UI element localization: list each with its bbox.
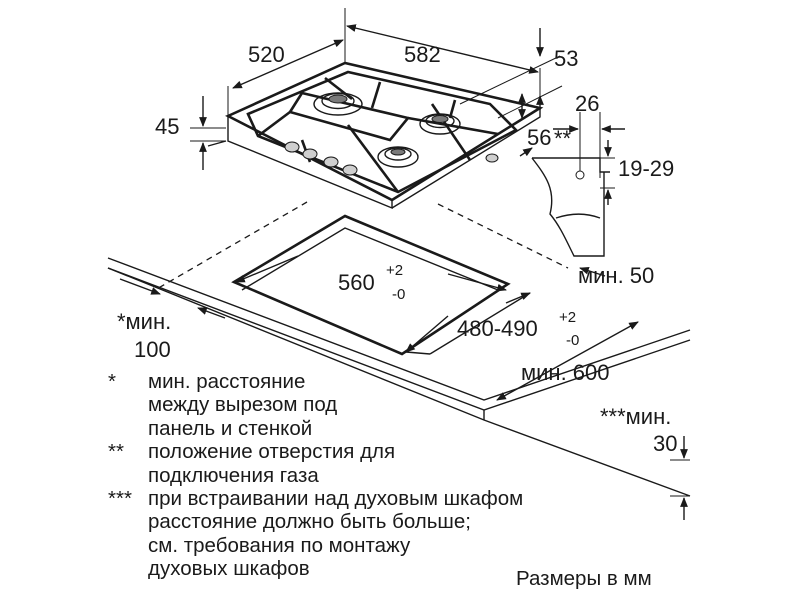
label-56: 56 <box>527 125 551 150</box>
footnote-marker: * <box>108 370 116 393</box>
hob-top-outline <box>225 61 544 202</box>
label-min-100-marker: *мин. <box>117 309 171 334</box>
dimension-labels: 520 582 53 45 26 56 ** 19-29 мин. 50 560… <box>117 42 677 456</box>
label-45: 45 <box>155 114 179 139</box>
label-min-30-marker: ***мин. <box>600 404 671 429</box>
label-min-600: мин. 600 <box>521 360 610 385</box>
label-min-30-value: 30 <box>653 431 677 456</box>
label-560-tol-minus: -0 <box>392 286 405 303</box>
label-560: 560 <box>338 270 375 295</box>
label-480-tol-minus: -0 <box>566 332 579 349</box>
footnote-line: при встраивании над духовым шкафом <box>148 487 524 511</box>
label-gas-marker: ** <box>554 126 572 151</box>
label-582: 582 <box>404 42 441 67</box>
control-knobs <box>284 141 499 176</box>
label-480-490: 480-490 <box>457 316 538 341</box>
footnote-line: между вырезом под <box>148 393 338 417</box>
label-19-29: 19-29 <box>618 156 674 181</box>
label-26: 26 <box>575 91 599 116</box>
cutout-outline <box>231 214 511 356</box>
footnote-line: подключения газа <box>148 463 319 487</box>
countertop-drawing <box>107 201 691 520</box>
footnote-line: см. требования по монтажу <box>148 533 411 557</box>
footnote-line: положение отверстия для <box>148 440 396 464</box>
footnote-line: расстояние должно быть больше; <box>148 510 471 534</box>
footnote-line: духовых шкафов <box>148 557 310 581</box>
units-note: Размеры в мм <box>516 567 652 590</box>
burner-large <box>313 92 363 116</box>
label-min-50: мин. 50 <box>578 263 654 288</box>
label-min-100-value: 100 <box>134 337 171 362</box>
label-480-tol-plus: +2 <box>559 309 576 326</box>
label-560-tol-plus: +2 <box>386 262 403 279</box>
label-53: 53 <box>554 46 578 71</box>
footnote-line: мин. расстояние <box>148 370 306 393</box>
side-profile-detail <box>531 112 625 277</box>
burner-small <box>377 146 419 168</box>
footnote-line: панель и стенкой <box>148 416 313 440</box>
dimension-lines-hob <box>190 8 563 170</box>
hob-drawing <box>207 61 544 210</box>
burner-medium <box>419 113 461 135</box>
label-520: 520 <box>248 42 285 67</box>
footnote-marker: ** <box>108 440 124 464</box>
footnote-marker: *** <box>108 487 132 511</box>
